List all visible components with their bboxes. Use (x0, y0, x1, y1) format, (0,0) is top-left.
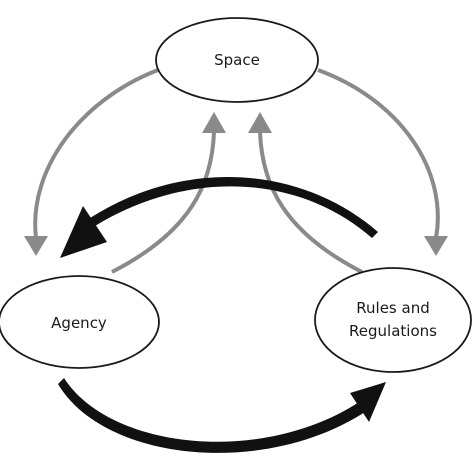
arrow-space-to-agency (24, 68, 159, 256)
rules-label-line1: Rules and (356, 299, 429, 317)
node-rules-and-regulations: Rules and Regulations (314, 267, 472, 373)
arrow-agency-to-space (111, 112, 226, 274)
rules-label-line2: Regulations (349, 322, 437, 340)
arrow-rules-to-space (248, 112, 363, 274)
arrow-space-to-rules (317, 68, 448, 256)
node-agency: Agency (0, 275, 160, 369)
arrow-rules-to-agency (60, 176, 378, 258)
node-space: Space (155, 17, 319, 103)
arrow-agency-to-rules (58, 378, 386, 453)
agency-label: Agency (51, 314, 107, 332)
space-label: Space (214, 51, 260, 69)
